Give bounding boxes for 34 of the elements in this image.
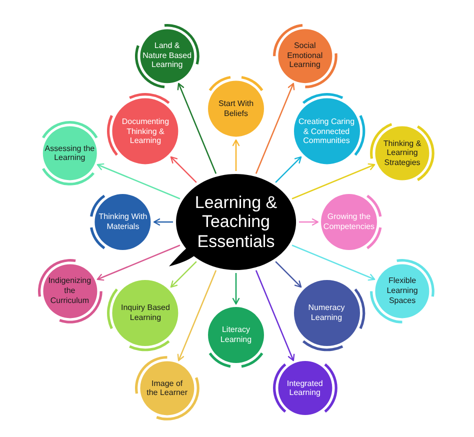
- arrow: [177, 82, 217, 174]
- arrow: [275, 261, 302, 288]
- arrow: [232, 273, 240, 305]
- arrow: [153, 218, 173, 226]
- topic-text: Indigenizing the Curriculum: [47, 276, 92, 306]
- topic-text: Flexible Learning Spaces: [386, 276, 419, 306]
- topic-text: Image of the Learner: [146, 378, 189, 398]
- topic-text: Land & Nature Based Learning: [142, 41, 192, 70]
- arrow: [232, 139, 240, 171]
- arrow: [96, 244, 180, 281]
- topic-text: Documenting Thinking & Learning: [120, 117, 170, 146]
- arrow: [255, 82, 295, 174]
- topic-text: Assessing the Learning: [44, 144, 96, 163]
- topic-text: Integrated Learning: [286, 378, 324, 398]
- arrow: [292, 244, 376, 281]
- topic-text: Growing the Competencies: [322, 212, 376, 232]
- topic-text: Thinking & Learning Strategies: [382, 138, 422, 168]
- speech-bubble: [168, 174, 296, 270]
- topic-text: Creating Caring & Connected Communities: [297, 117, 356, 146]
- bubble-text: Learning & Teaching Essentials: [194, 192, 278, 252]
- topic-text: Numeracy Learning: [307, 302, 346, 322]
- topic-text: Social Emotional Learning: [286, 41, 324, 70]
- arrow: [170, 156, 197, 183]
- topic-text: Start With Beliefs: [217, 99, 255, 119]
- arrow: [255, 270, 295, 362]
- arrow: [96, 163, 180, 200]
- topic-text: Thinking With Materials: [98, 212, 148, 232]
- arrow: [299, 218, 319, 226]
- arrow: [275, 156, 302, 183]
- topic-text: Literacy Learning: [219, 325, 253, 345]
- arrow: [177, 270, 217, 362]
- topic-text: Inquiry Based Learning: [120, 302, 171, 322]
- arrow: [292, 163, 376, 200]
- arrow: [170, 261, 197, 288]
